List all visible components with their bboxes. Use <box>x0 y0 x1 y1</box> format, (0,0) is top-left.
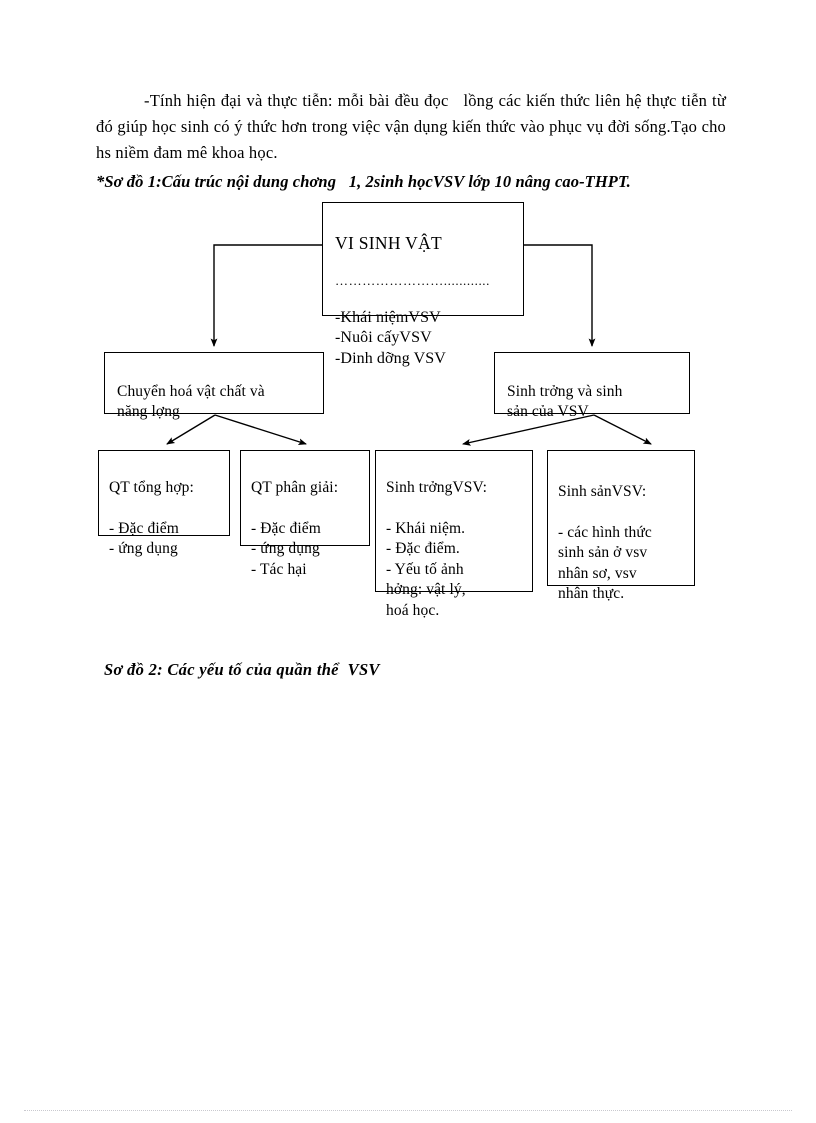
growth-node-label: Sinh trởng và sinh sản của VSV <box>507 383 623 420</box>
reproduction-node-title: Sinh sảnVSV: <box>558 482 647 500</box>
diagram-node-metabolism: Chuyển hoá vật chất và năng lợng <box>104 352 324 420</box>
decomposition-node-body: - Đặc điểm - ứng dụng - Tác hại <box>251 519 321 578</box>
diagram-node-reproduction: Sinh sảnVSV: - các hình thức sinh sản ở … <box>547 450 695 602</box>
root-node-body: -Khái niệmVSV -Nuôi cấyVSV -Dinh dỡng VS… <box>335 308 446 367</box>
footer-divider <box>24 1110 792 1111</box>
diagram-connectors <box>166 244 652 446</box>
connector-root-to-growth <box>524 244 596 347</box>
diagram-2-caption: Sơ đồ 2: Các yếu tố của quần thể VSV <box>104 660 380 679</box>
reproduction-node-body: - các hình thức sinh sản ở vsv nhân sơ, … <box>558 523 652 603</box>
intro-text-block: -Tính hiện đại và thực tiễn: mỗi bài đều… <box>96 88 726 194</box>
root-node-title: VI SINH VẬT <box>335 232 443 253</box>
synthesis-node-body: - Đặc điểm - ứng dụng <box>109 519 179 558</box>
connector-root-to-metabolism <box>210 244 322 347</box>
diagram-node-decomposition: QT phân giải: - Đặc điểm - ứng dụng - Tá… <box>240 450 370 578</box>
growth-detail-node-body: - Khái niệm. - Đặc điểm. - Yếu tố ảnh hở… <box>386 519 466 619</box>
diagram-so-do-1: VI SINH VẬT ……………………............ -Khái n… <box>98 202 695 619</box>
diagram-1-heading: *Sơ đồ 1:Cấu trúc nội dung chơng 1, 2sin… <box>96 172 631 191</box>
diagram-node-growth-detail: Sinh trởngVSV: - Khái niệm. - Đặc điểm. … <box>375 450 533 619</box>
diagram-node-synthesis: QT tổng hợp: - Đặc điểm - ứng dụng <box>98 450 230 557</box>
diagram-node-root: VI SINH VẬT ……………………............ -Khái n… <box>322 202 524 367</box>
growth-detail-node-title: Sinh trởngVSV: <box>386 478 488 496</box>
root-node-separator: ……………………............ <box>335 275 490 286</box>
connector-metabolism-to-synthesis <box>166 414 216 445</box>
diagram-node-growth-reproduction: Sinh trởng và sinh sản của VSV <box>494 352 690 420</box>
decomposition-node-title: QT phân giải: <box>251 478 339 496</box>
connector-growth-to-growth-detail <box>462 414 595 446</box>
synthesis-node-title: QT tổng hợp: <box>109 478 194 496</box>
metabolism-node-label: Chuyển hoá vật chất và năng lợng <box>117 383 265 420</box>
connector-metabolism-to-decomposition <box>214 414 307 445</box>
intro-paragraph: -Tính hiện đại và thực tiễn: mỗi bài đều… <box>96 91 731 162</box>
connector-growth-to-reproduction <box>593 414 652 445</box>
